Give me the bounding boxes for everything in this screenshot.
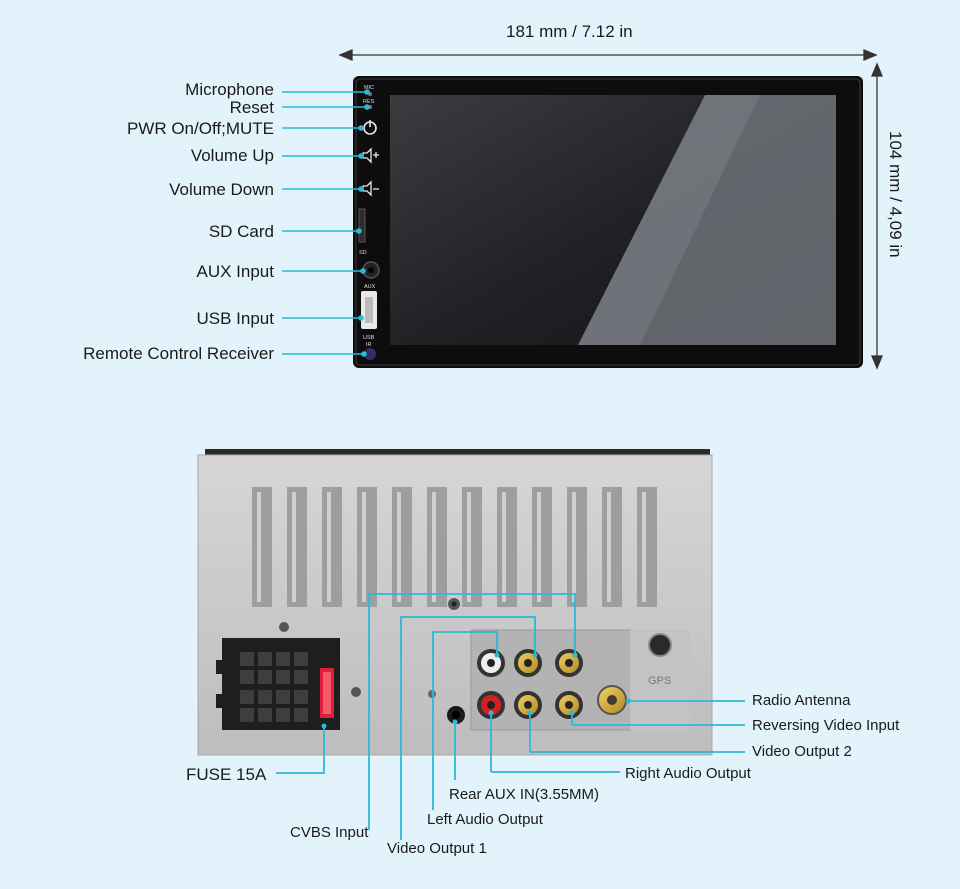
sd-card-slot bbox=[358, 208, 366, 243]
label-reversing-video-input: Reversing Video Input bbox=[752, 717, 900, 734]
bezel-mark-res: RES bbox=[363, 99, 375, 105]
label-volume-down: Volume Down bbox=[169, 180, 274, 199]
screen-glare bbox=[578, 95, 836, 345]
label-reset: Reset bbox=[229, 98, 274, 117]
bezel-mark-sd: SD bbox=[359, 250, 367, 256]
front-leader-lines bbox=[282, 89, 370, 357]
gps-panel-mark: GPS bbox=[648, 675, 671, 687]
width-dimension-arrow bbox=[338, 49, 878, 61]
label-radio-antenna: Radio Antenna bbox=[752, 692, 851, 709]
bezel-mark-usb: USB bbox=[363, 335, 375, 341]
label-fuse: FUSE 15A bbox=[186, 765, 267, 784]
rear-leader-lines bbox=[276, 593, 745, 840]
gps-socket bbox=[648, 633, 672, 657]
width-dimension-label: 181 mm / 7.12 in bbox=[506, 22, 633, 41]
label-rear-aux-in: Rear AUX IN(3.55MM) bbox=[449, 786, 600, 803]
rca-reversing-video-in bbox=[555, 691, 583, 719]
label-sd-card: SD Card bbox=[208, 222, 274, 241]
label-cvbs-input: CVBS Input bbox=[290, 824, 369, 841]
label-remote-control-receiver: Remote Control Receiver bbox=[83, 344, 274, 363]
label-power-mute: PWR On/Off;MUTE bbox=[126, 119, 274, 138]
volume-up-icon bbox=[362, 147, 379, 164]
head-unit-front: MIC RES SD AUX USB IR bbox=[353, 76, 863, 368]
volume-down-icon bbox=[362, 180, 379, 197]
height-dimension-label: 104 mm / 4,09 in bbox=[886, 131, 905, 258]
label-usb-input: USB Input bbox=[196, 309, 275, 328]
label-right-audio-output: Right Audio Output bbox=[625, 765, 751, 782]
label-video-output-1: Video Output 1 bbox=[387, 840, 487, 857]
bezel-mark-mic: MIC bbox=[364, 85, 374, 91]
bezel-mark-aux: AUX bbox=[364, 284, 376, 290]
label-video-output-2: Video Output 2 bbox=[752, 743, 852, 760]
height-dimension-arrow bbox=[871, 62, 883, 370]
label-microphone: Microphone bbox=[185, 80, 274, 99]
label-left-audio-output: Left Audio Output bbox=[427, 811, 543, 828]
ir-receiver bbox=[364, 348, 376, 360]
bezel-mark-ir: IR bbox=[366, 342, 372, 348]
head-unit-rear: GPS bbox=[197, 449, 713, 756]
label-aux-input: AUX Input bbox=[196, 262, 275, 281]
radio-antenna-socket bbox=[597, 685, 627, 715]
rca-video-out-2 bbox=[514, 691, 542, 719]
label-volume-up: Volume Up bbox=[190, 146, 274, 165]
rear-leader-dots bbox=[321, 652, 631, 729]
